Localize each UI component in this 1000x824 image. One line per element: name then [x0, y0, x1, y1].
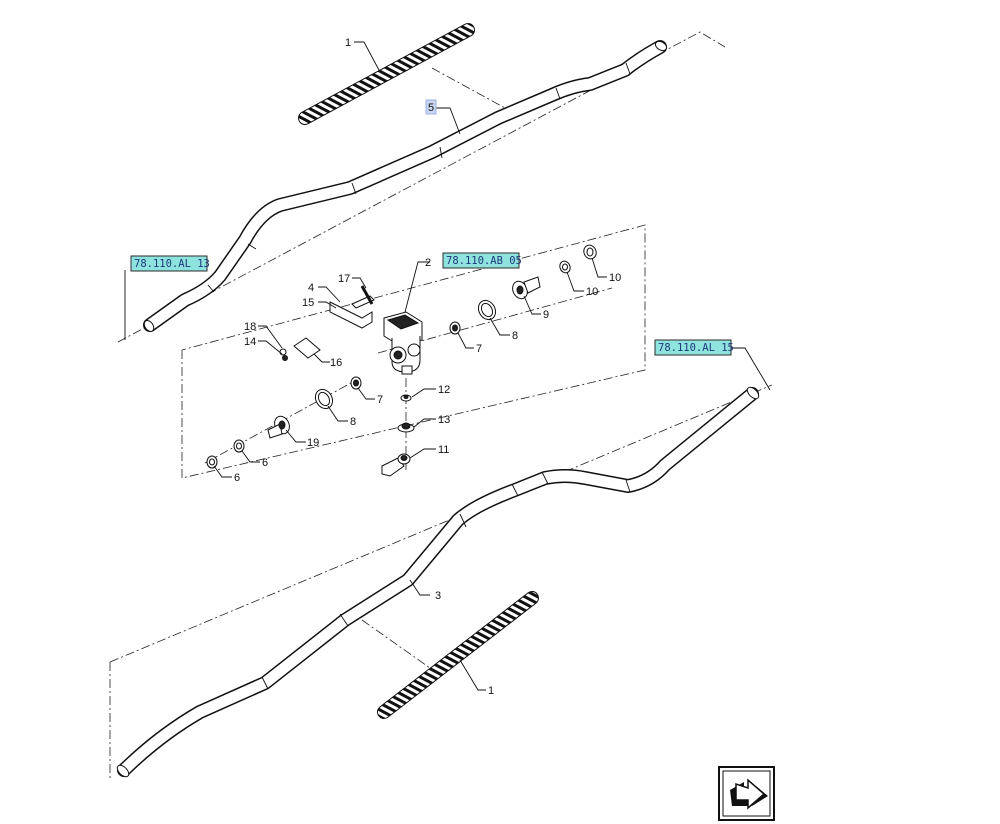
ref-al13-text[interactable]: 78.110.AL 13	[134, 258, 210, 270]
callout-15: 15	[302, 297, 314, 309]
callout-6-left: 6	[234, 472, 240, 484]
callout-7-left: 7	[377, 394, 383, 406]
callout-1-bottom: 1	[488, 685, 494, 697]
ref-link-al13[interactable]: 78.110.AL 13	[130, 255, 210, 272]
callout-10-right: 10	[609, 272, 621, 284]
ref-link-al15[interactable]: 78.110.AL 15	[654, 339, 734, 356]
coil-spring-top	[298, 23, 475, 125]
mounting-bracket	[279, 285, 375, 361]
callout-11: 11	[438, 444, 449, 456]
callout-19: 19	[307, 437, 319, 449]
callout-9: 9	[543, 309, 549, 321]
return-arrow-icon[interactable]	[718, 766, 775, 821]
callout-3: 3	[435, 590, 441, 602]
callout-6-right: 6	[262, 457, 268, 469]
leader-lines	[124, 41, 771, 691]
callout-7-right: 7	[476, 343, 482, 355]
callout-labels: 1 5 2 17 4 15 18 14 16 10 10 9 8 7 7 8 1…	[234, 37, 621, 697]
callout-1-top: 1	[345, 37, 351, 49]
callout-13: 13	[438, 414, 450, 426]
callout-2: 2	[425, 257, 431, 269]
callout-18: 18	[244, 321, 256, 333]
fittings	[206, 244, 597, 477]
ref-ab05-text[interactable]: 78.110.AB 05	[446, 255, 522, 267]
ref-link-ab05[interactable]: 78.110.AB 05	[442, 252, 522, 269]
callout-12: 12	[438, 384, 450, 396]
callout-17: 17	[338, 273, 350, 285]
coil-spring-bottom	[377, 591, 539, 719]
callout-5[interactable]: 5	[428, 102, 434, 114]
callout-4: 4	[308, 282, 314, 294]
upper-hose	[143, 40, 668, 332]
reference-links: 78.110.AL 13 78.110.AB 05 78.110.AL 15	[130, 252, 734, 356]
callout-14: 14	[244, 336, 256, 348]
callout-10-left: 10	[586, 286, 598, 298]
ref-al15-text[interactable]: 78.110.AL 15	[658, 342, 734, 354]
callout-8-left: 8	[350, 416, 356, 428]
callout-5-highlight	[425, 99, 437, 115]
lower-hose	[116, 386, 760, 778]
valve-body	[383, 311, 423, 375]
callout-8-right: 8	[512, 330, 518, 342]
callout-16: 16	[330, 357, 342, 369]
